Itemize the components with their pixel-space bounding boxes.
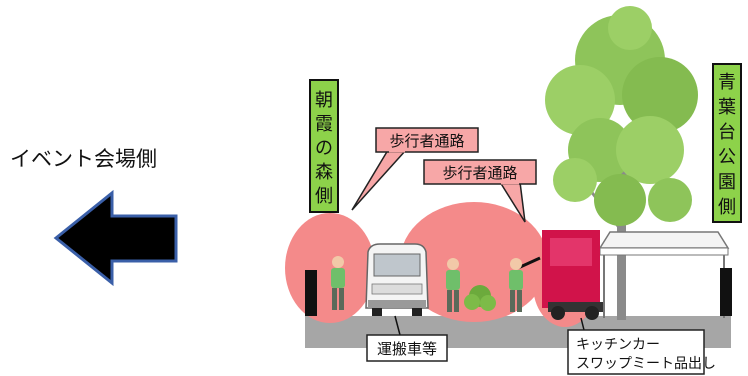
right-side-char: 青	[718, 72, 736, 93]
kitchen-car-label-line2: スワップミート品出し	[576, 356, 716, 372]
tree-illustration	[545, 6, 698, 320]
right-side-char: 葉	[718, 97, 736, 118]
event-direction-label: イベント会場側	[10, 147, 157, 171]
pedestrian-path-label: 歩行者通路	[389, 132, 464, 150]
kitchen-car-label-pointer	[580, 317, 585, 331]
pedestrian-zone-left	[285, 213, 375, 323]
vehicle-label-box: 運搬車等	[366, 334, 448, 362]
left-side-char: 霞	[315, 114, 333, 135]
right-side-label: 青 葉 台 公 園 側	[712, 63, 742, 223]
pedestrian-figure	[331, 256, 345, 310]
pedestrian-figure	[509, 258, 523, 312]
right-side-char: 園	[718, 172, 736, 193]
kitchen-car-pointer-line	[517, 256, 541, 270]
kitchen-car-label-line1: キッチンカー	[576, 337, 660, 353]
right-side-char: 台	[718, 122, 736, 143]
van-pointer-line	[394, 315, 401, 336]
vehicle-label: 運搬車等	[377, 340, 437, 358]
left-side-char: 側	[315, 186, 333, 207]
pedestrian-figure	[446, 258, 460, 312]
left-arrow-icon	[53, 189, 178, 287]
kitchen-car-label-box: キッチンカー スワップミート品出し	[567, 329, 716, 375]
left-side-char: の	[315, 138, 333, 159]
shrub-illustration	[464, 285, 496, 311]
kitchen-car-illustration	[542, 230, 603, 320]
left-side-char: 森	[315, 162, 333, 183]
van-illustration	[365, 243, 429, 316]
right-boundary-post	[720, 268, 732, 316]
right-side-char: 公	[718, 147, 736, 168]
left-side-char: 朝	[315, 90, 333, 111]
pedestrian-path-callout-1: 歩行者通路	[351, 127, 479, 211]
pedestrian-path-callout-2: 歩行者通路	[423, 159, 537, 223]
left-side-label: 朝 霞 の 森 側	[309, 79, 339, 213]
left-boundary-post	[305, 270, 317, 316]
pedestrian-path-label: 歩行者通路	[442, 164, 517, 182]
right-side-char: 側	[718, 197, 736, 218]
